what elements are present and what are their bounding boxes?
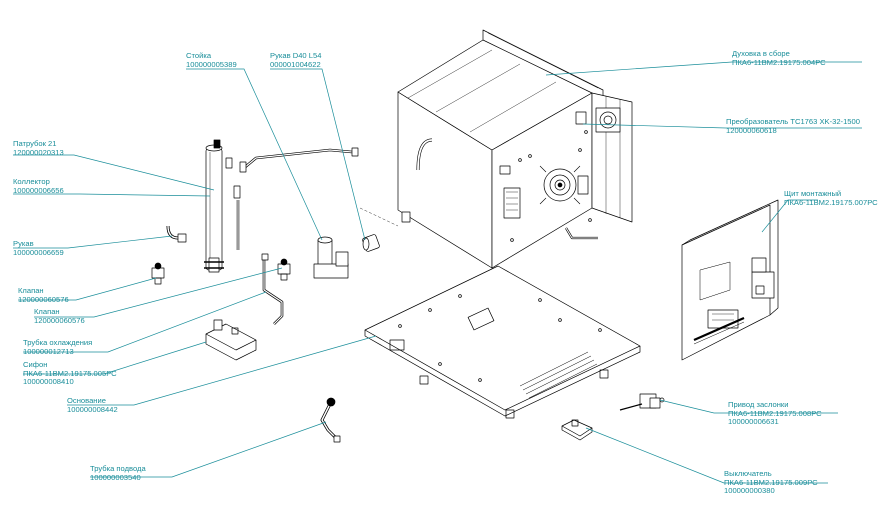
callout-switch: Выключатель ПКА6-11ВМ2.19175.009РС 10000…: [724, 469, 818, 496]
callout-hose-d40: Рукав D40 L54 000001004622: [270, 51, 322, 69]
siphon: [205, 319, 257, 361]
label-mounting-panel-name: Щит монтажный: [784, 189, 842, 198]
stand: [313, 236, 349, 279]
base-plate: [364, 265, 641, 419]
label-pipe-21-code: 120000020313: [13, 147, 64, 157]
label-mounting-panel-code: ПКА6-11ВМ2.19175.007РС: [784, 197, 878, 207]
label-stand-name: Стойка: [186, 51, 212, 60]
callout-supply-tube: Трубка подвода 100000003540: [90, 464, 146, 482]
label-siphon-code: ПКА6-11ВМ2.19175.005РС: [23, 368, 117, 378]
label-damper-drive-code: ПКА6-11ВМ2.19175.008РС: [728, 408, 822, 418]
label-valve-1-name: Клапан: [18, 286, 44, 295]
label-base-code: 100000008442: [67, 404, 118, 414]
label-cooling-tube-name: Трубка охлаждения: [23, 338, 93, 347]
label-hose-d40-code: 000001004622: [270, 59, 321, 69]
label-collector-name: Коллектор: [13, 177, 50, 186]
oven-assembly: [359, 29, 633, 269]
callout-base: Основание 100000008442: [67, 396, 118, 414]
callout-hose: Рукав 100000006659: [13, 239, 64, 257]
label-base-name: Основание: [67, 396, 106, 405]
label-cooling-tube-code: 100000012713: [23, 346, 74, 356]
label-damper-drive-code2: 100000006631: [728, 417, 779, 427]
callout-converter: Преобразователь TC1763 XK-32-1500 120000…: [726, 117, 860, 135]
valve-1: [151, 262, 165, 285]
label-supply-tube-code: 100000003540: [90, 472, 141, 482]
switch: [561, 419, 593, 441]
callout-cooling-tube: Трубка охлаждения 100000012713: [23, 338, 93, 356]
label-hose-d40-name: Рукав D40 L54: [270, 51, 322, 60]
leader-lines: [13, 61, 862, 484]
callout-siphon: Сифон ПКА6-11ВМ2.19175.005РС 10000000841…: [23, 360, 117, 387]
callout-oven: Духовка в сборе ПКА6-11ВМ2.19175.004РС: [732, 49, 826, 67]
label-valve-1-code: 120000060576: [18, 294, 69, 304]
label-siphon-code2: 100000008410: [23, 377, 74, 387]
callout-stand: Стойка 100000005389: [186, 51, 237, 69]
label-valve-2-name: Клапан: [34, 307, 60, 316]
damper-drive: [619, 393, 665, 411]
callout-collector: Коллектор 100000006656: [13, 177, 64, 195]
hose: [166, 225, 187, 243]
mounting-panel: [681, 199, 779, 361]
label-damper-drive-name: Привод заслонки: [728, 400, 789, 409]
callout-mounting-panel: Щит монтажный ПКА6-11ВМ2.19175.007РС: [784, 189, 878, 207]
label-switch-name: Выключатель: [724, 469, 772, 478]
valve-2: [277, 258, 291, 281]
collector: [204, 139, 359, 273]
label-oven-code: ПКА6-11ВМ2.19175.004РС: [732, 57, 826, 67]
callout-pipe-21: Патрубок 21 120000020313: [13, 139, 64, 157]
label-siphon-name: Сифон: [23, 360, 48, 369]
hose-d40: [362, 234, 380, 252]
supply-tube: [320, 397, 341, 443]
label-collector-code: 100000006656: [13, 185, 64, 195]
cooling-tube: [261, 253, 284, 325]
callout-damper-drive: Привод заслонки ПКА6-11ВМ2.19175.008РС 1…: [728, 400, 822, 427]
callout-valve-2: Клапан 120000060576: [34, 307, 85, 325]
callout-valve-1: Клапан 120000060576: [18, 286, 69, 304]
label-oven-name: Духовка в сборе: [732, 49, 790, 58]
label-stand-code: 100000005389: [186, 59, 237, 69]
label-valve-2-code: 120000060576: [34, 315, 85, 325]
label-converter-code: 120000060618: [726, 125, 777, 135]
label-hose-name: Рукав: [13, 239, 34, 248]
label-switch-code: ПКА6-11ВМ2.19175.009РС: [724, 477, 818, 487]
label-switch-code2: 100000000380: [724, 486, 775, 496]
label-pipe-21-name: Патрубок 21: [13, 139, 57, 148]
label-hose-code: 100000006659: [13, 247, 64, 257]
label-supply-tube-name: Трубка подвода: [90, 464, 146, 473]
label-converter-name: Преобразователь TC1763 XK-32-1500: [726, 117, 860, 126]
